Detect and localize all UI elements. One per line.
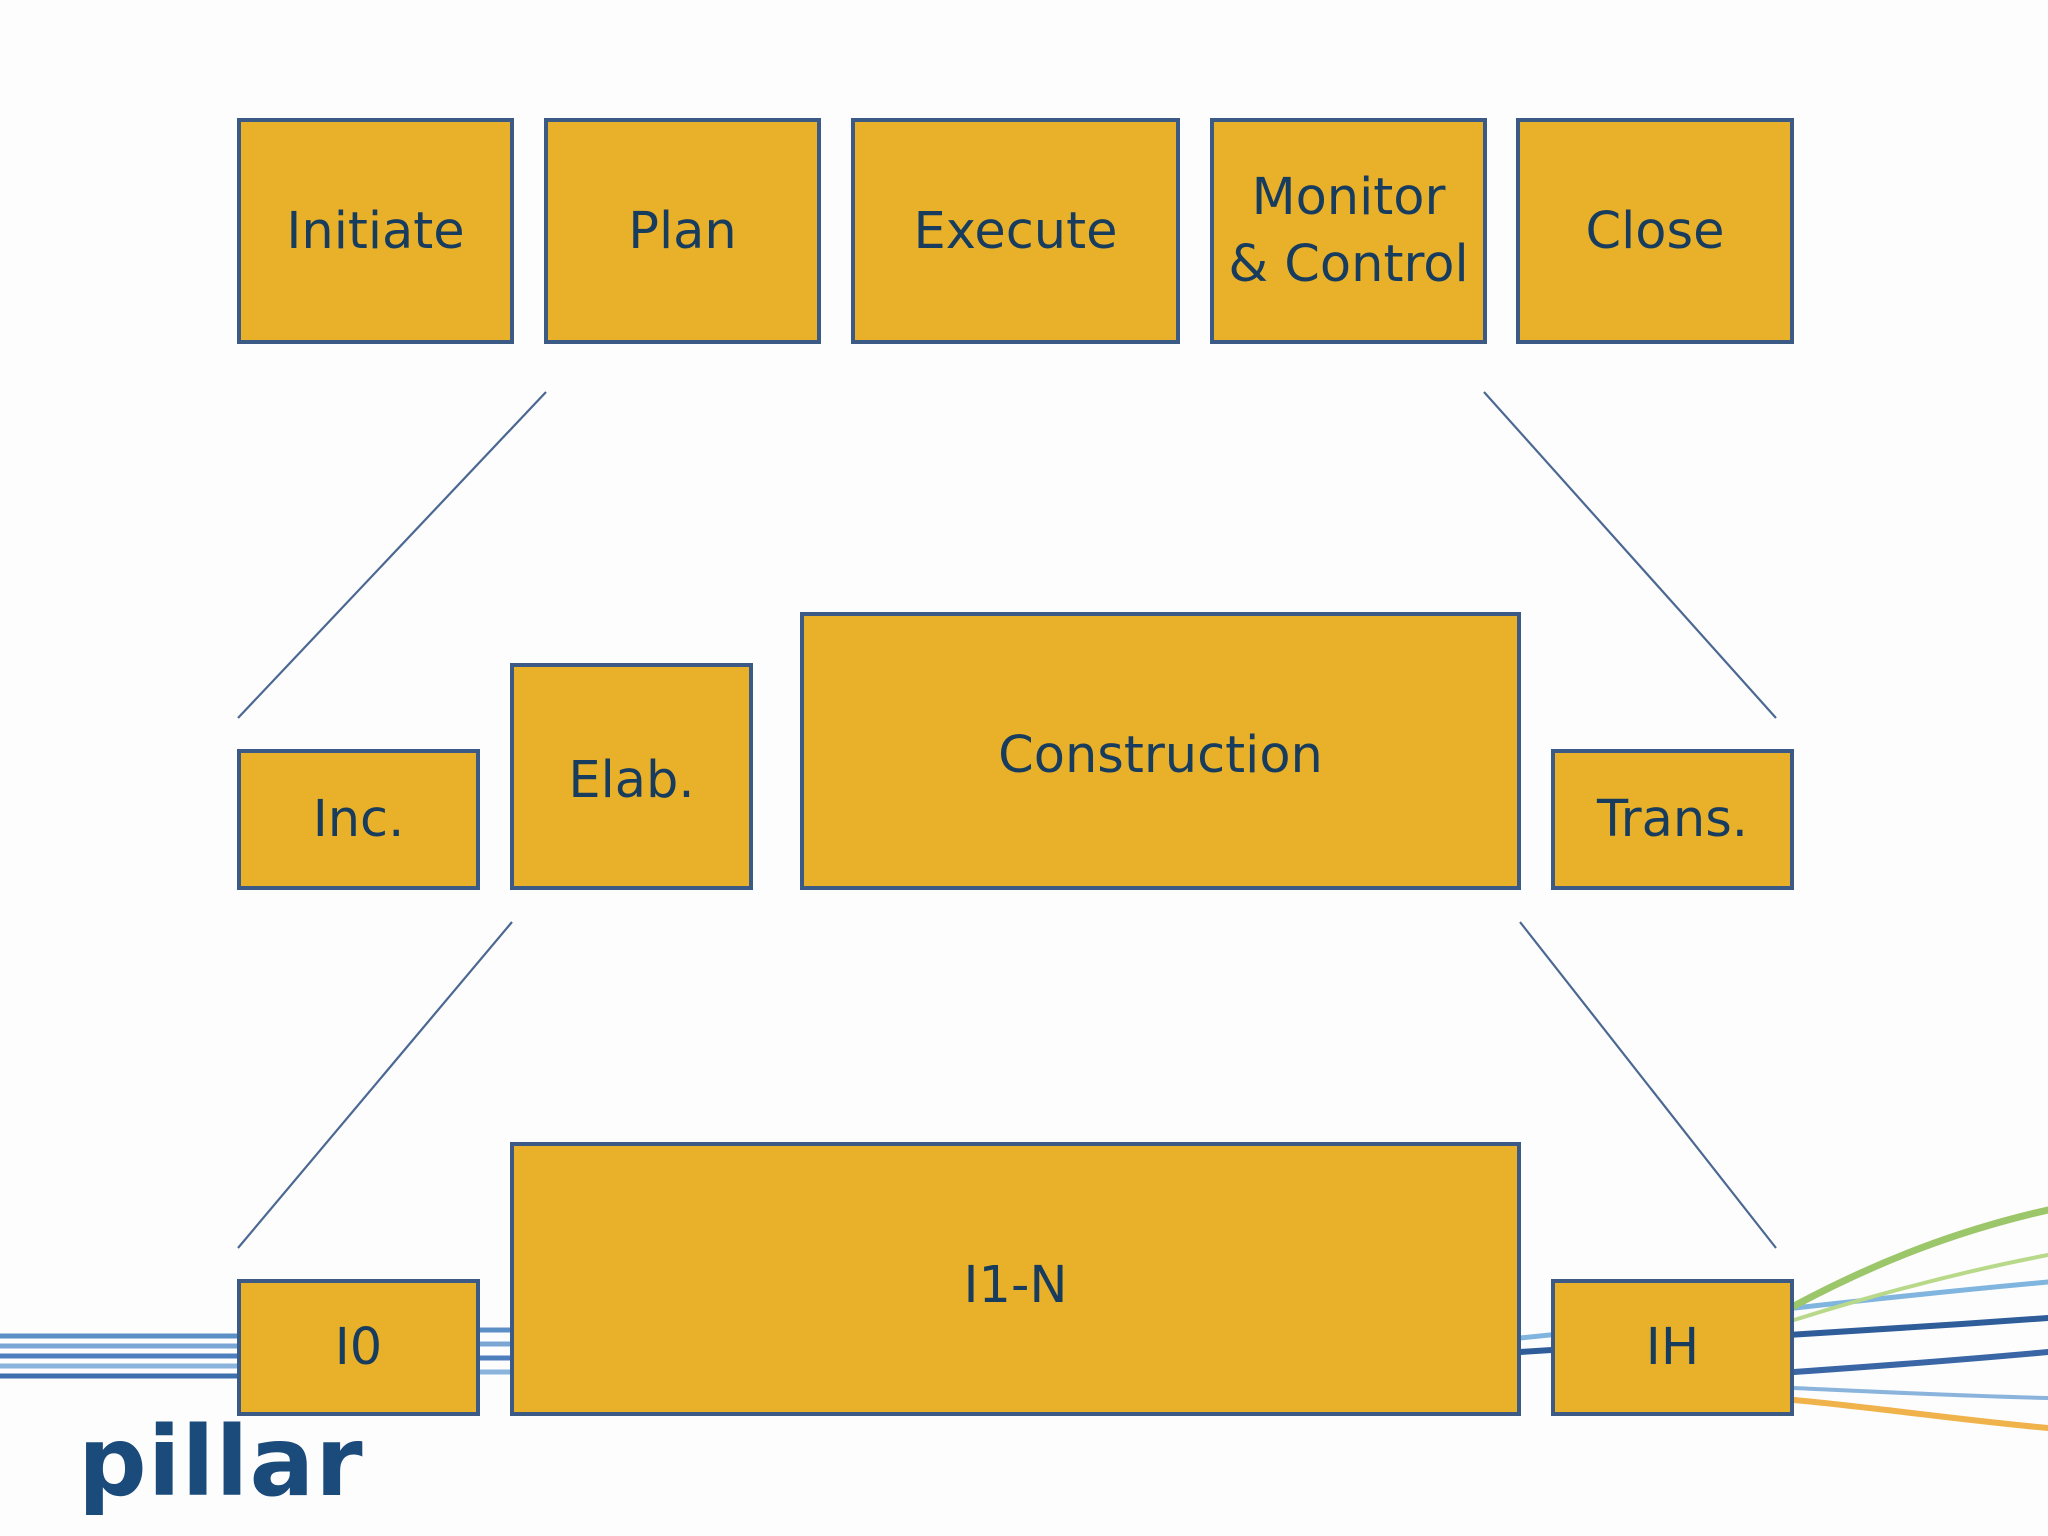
stage-elaboration: Elab. (510, 663, 753, 890)
phase-initiate-label: Initiate (286, 201, 465, 261)
phase-close-label: Close (1585, 201, 1725, 261)
stage-inception: Inc. (237, 749, 480, 890)
iteration-ih: IH (1551, 1279, 1794, 1416)
pillar-logo: pillar (78, 1406, 364, 1518)
iteration-i0: I0 (237, 1279, 480, 1416)
connector-monitor-to-transition (1483, 391, 1777, 719)
phase-plan-label: Plan (628, 201, 737, 261)
stage-construction-label: Construction (998, 726, 1323, 785)
connector-elaboration-to-i0 (237, 921, 513, 1249)
stage-construction: Construction (800, 612, 1521, 890)
connector-construction-to-ih (1519, 921, 1777, 1249)
stage-transition-label: Trans. (1597, 790, 1748, 849)
phase-plan: Plan (544, 118, 821, 344)
iteration-i1-n-label: I1-N (963, 1256, 1068, 1315)
phase-initiate: Initiate (237, 118, 514, 344)
stage-transition: Trans. (1551, 749, 1794, 890)
iteration-i1-n: I1-N (510, 1142, 1521, 1416)
connector-plan-to-inception (237, 391, 547, 719)
stage-elaboration-label: Elab. (568, 751, 695, 810)
phase-execute: Execute (851, 118, 1180, 344)
iteration-i0-label: I0 (334, 1318, 383, 1377)
iteration-ih-label: IH (1645, 1318, 1700, 1377)
phase-execute-label: Execute (913, 201, 1118, 261)
phase-close: Close (1516, 118, 1794, 344)
stage-inception-label: Inc. (312, 790, 405, 849)
phase-monitor-control: Monitor & Control (1210, 118, 1487, 344)
phase-monitor-control-label: Monitor & Control (1228, 168, 1469, 294)
